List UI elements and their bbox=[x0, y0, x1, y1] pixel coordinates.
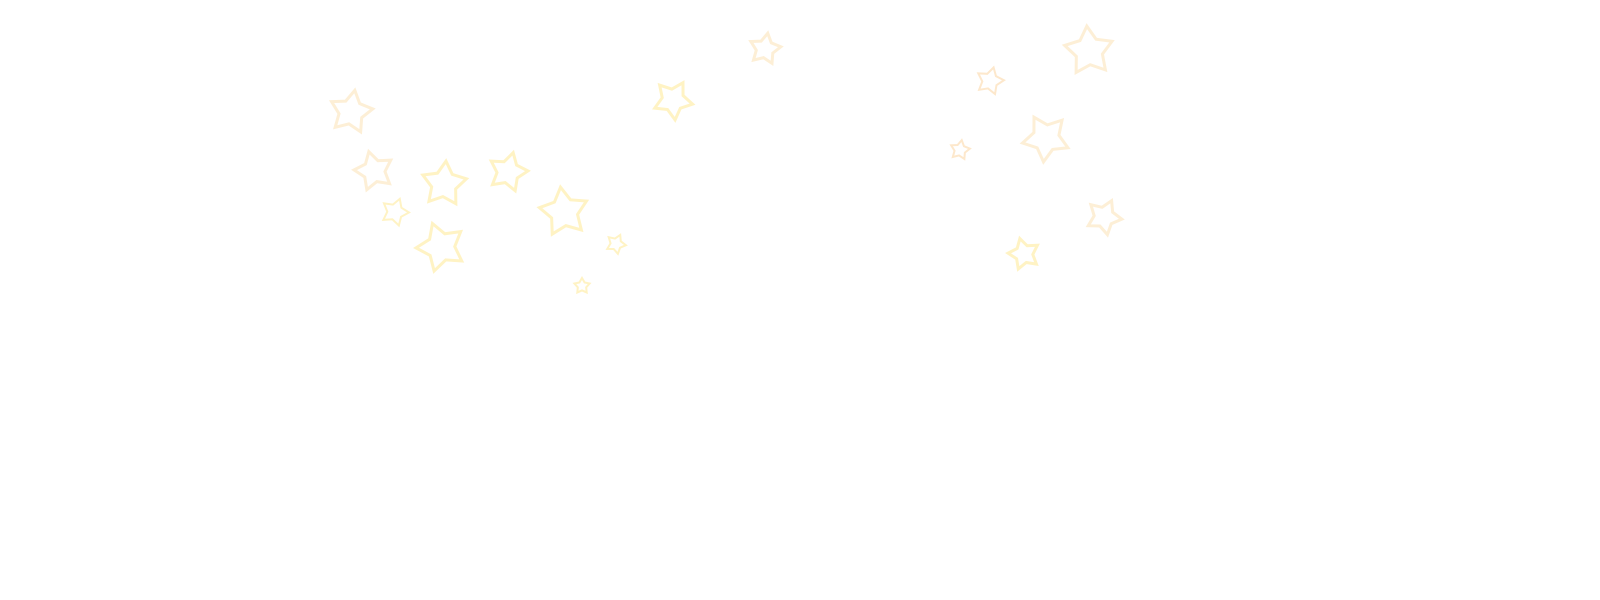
star-outline-icon bbox=[536, 184, 590, 237]
star-outline-icon bbox=[413, 220, 465, 274]
star-outline-icon bbox=[1005, 235, 1040, 272]
star-outline-icon bbox=[1061, 23, 1115, 75]
star-outline-icon bbox=[949, 138, 972, 161]
star-outline-icon bbox=[652, 80, 696, 123]
star-outline-icon bbox=[572, 276, 592, 295]
star-outline-icon bbox=[488, 149, 531, 194]
star-outline-icon bbox=[1019, 114, 1071, 165]
star-outline-icon bbox=[351, 148, 394, 193]
star-outline-icon bbox=[605, 233, 628, 256]
star-outline-icon bbox=[1085, 197, 1125, 238]
star-outline-icon bbox=[748, 30, 784, 67]
star-outline-icon bbox=[420, 158, 470, 207]
star-outline-icon bbox=[976, 65, 1006, 96]
star-outline-icon bbox=[381, 196, 411, 228]
star-outline-icon bbox=[328, 87, 376, 135]
